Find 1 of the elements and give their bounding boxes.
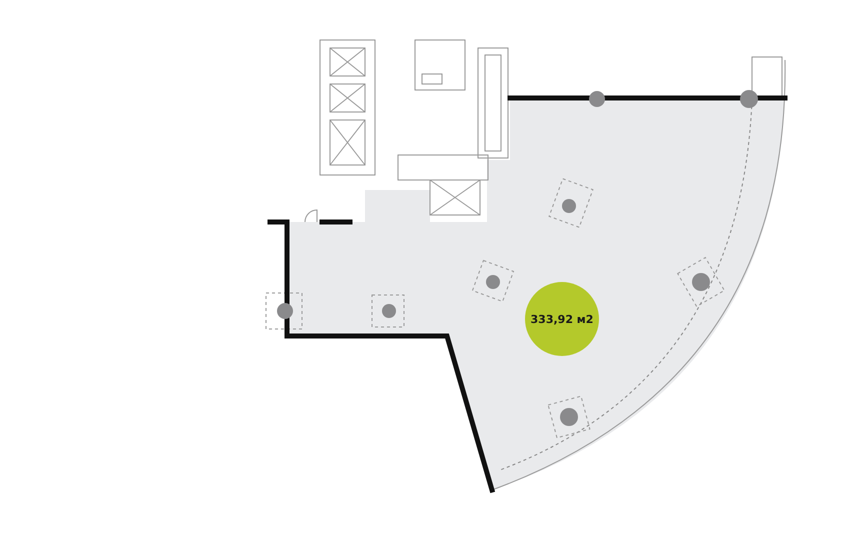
- area-label: 333,92 м2: [530, 312, 594, 326]
